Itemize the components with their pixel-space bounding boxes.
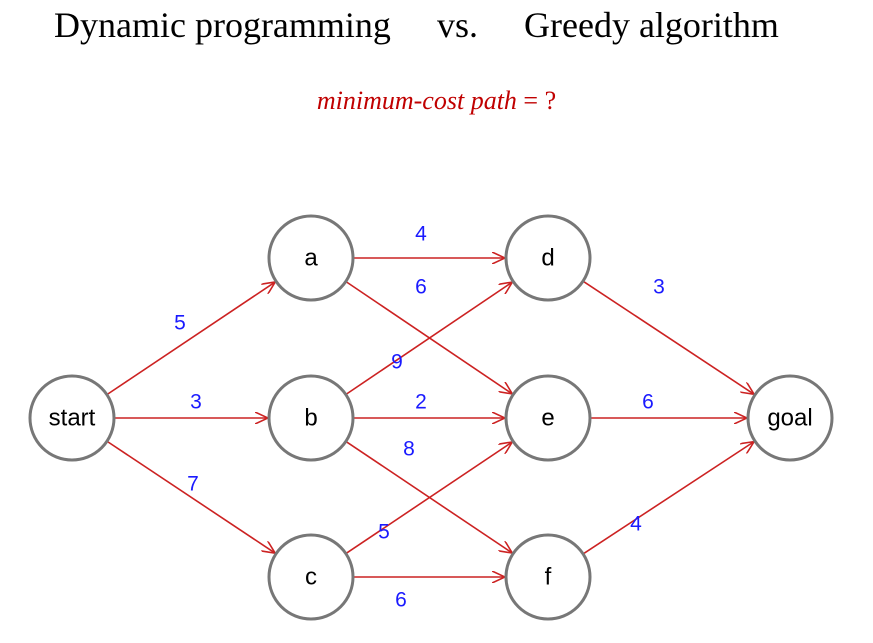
edge-weight-b-e: 2 (415, 391, 427, 414)
title-dynamic-programming: Dynamic programming (54, 5, 391, 45)
node-f: f (504, 533, 592, 621)
edge-weight-c-f: 6 (395, 589, 407, 612)
node-circle-start (28, 374, 116, 462)
node-b: b (267, 374, 355, 462)
node-label-start: start (49, 405, 96, 432)
node-circle-goal (746, 374, 834, 462)
edge-weight-b-f: 8 (403, 438, 415, 461)
node-start: start (28, 374, 116, 462)
edge-weight-e-goal: 6 (642, 391, 654, 414)
node-label-f: f (545, 564, 552, 591)
edge-b-d (345, 282, 513, 396)
node-label-a: a (304, 245, 318, 272)
edge-c-e (345, 442, 512, 555)
node-circle-a (267, 214, 355, 302)
node-d: d (504, 214, 592, 302)
edge-weight-d-goal: 3 (653, 276, 665, 299)
nodes-layer: start a b c d e f goal (28, 214, 834, 621)
edge-weight-start-a: 5 (174, 312, 186, 335)
node-circle-d (504, 214, 592, 302)
edge-f-goal (582, 442, 754, 555)
edge-weight-start-b: 3 (190, 391, 202, 414)
title-vs: vs. (437, 5, 479, 45)
edge-weight-a-e: 6 (415, 276, 427, 299)
edge-weight-c-e: 5 (378, 521, 390, 544)
question-line: minimum-cost path = ? (0, 86, 873, 116)
edge-weight-start-c: 7 (187, 473, 199, 496)
node-label-b: b (304, 405, 317, 432)
node-e: e (504, 374, 592, 462)
node-a: a (267, 214, 355, 302)
edge-start-c (106, 440, 275, 553)
node-label-c: c (305, 564, 317, 591)
node-circle-f (504, 533, 592, 621)
edge-weight-b-d: 9 (391, 351, 403, 374)
node-circle-e (504, 374, 592, 462)
node-circle-c (267, 533, 355, 621)
node-c: c (267, 533, 355, 621)
title-greedy-algorithm: Greedy algorithm (524, 5, 779, 45)
node-circle-b (267, 374, 355, 462)
edge-start-a (106, 282, 275, 396)
question-tail: = ? (516, 86, 557, 115)
node-label-d: d (541, 245, 554, 272)
node-label-e: e (541, 405, 554, 432)
edges-layer: 5 3 7 4 6 92 8 5 6 3 6 4 (106, 223, 754, 612)
question-text: minimum-cost path (316, 86, 517, 115)
edge-weight-f-goal: 4 (630, 513, 642, 536)
node-label-goal: goal (767, 405, 812, 432)
node-goal: goal (746, 374, 834, 462)
edge-weight-a-d: 4 (415, 223, 427, 246)
edge-d-goal (582, 280, 754, 394)
